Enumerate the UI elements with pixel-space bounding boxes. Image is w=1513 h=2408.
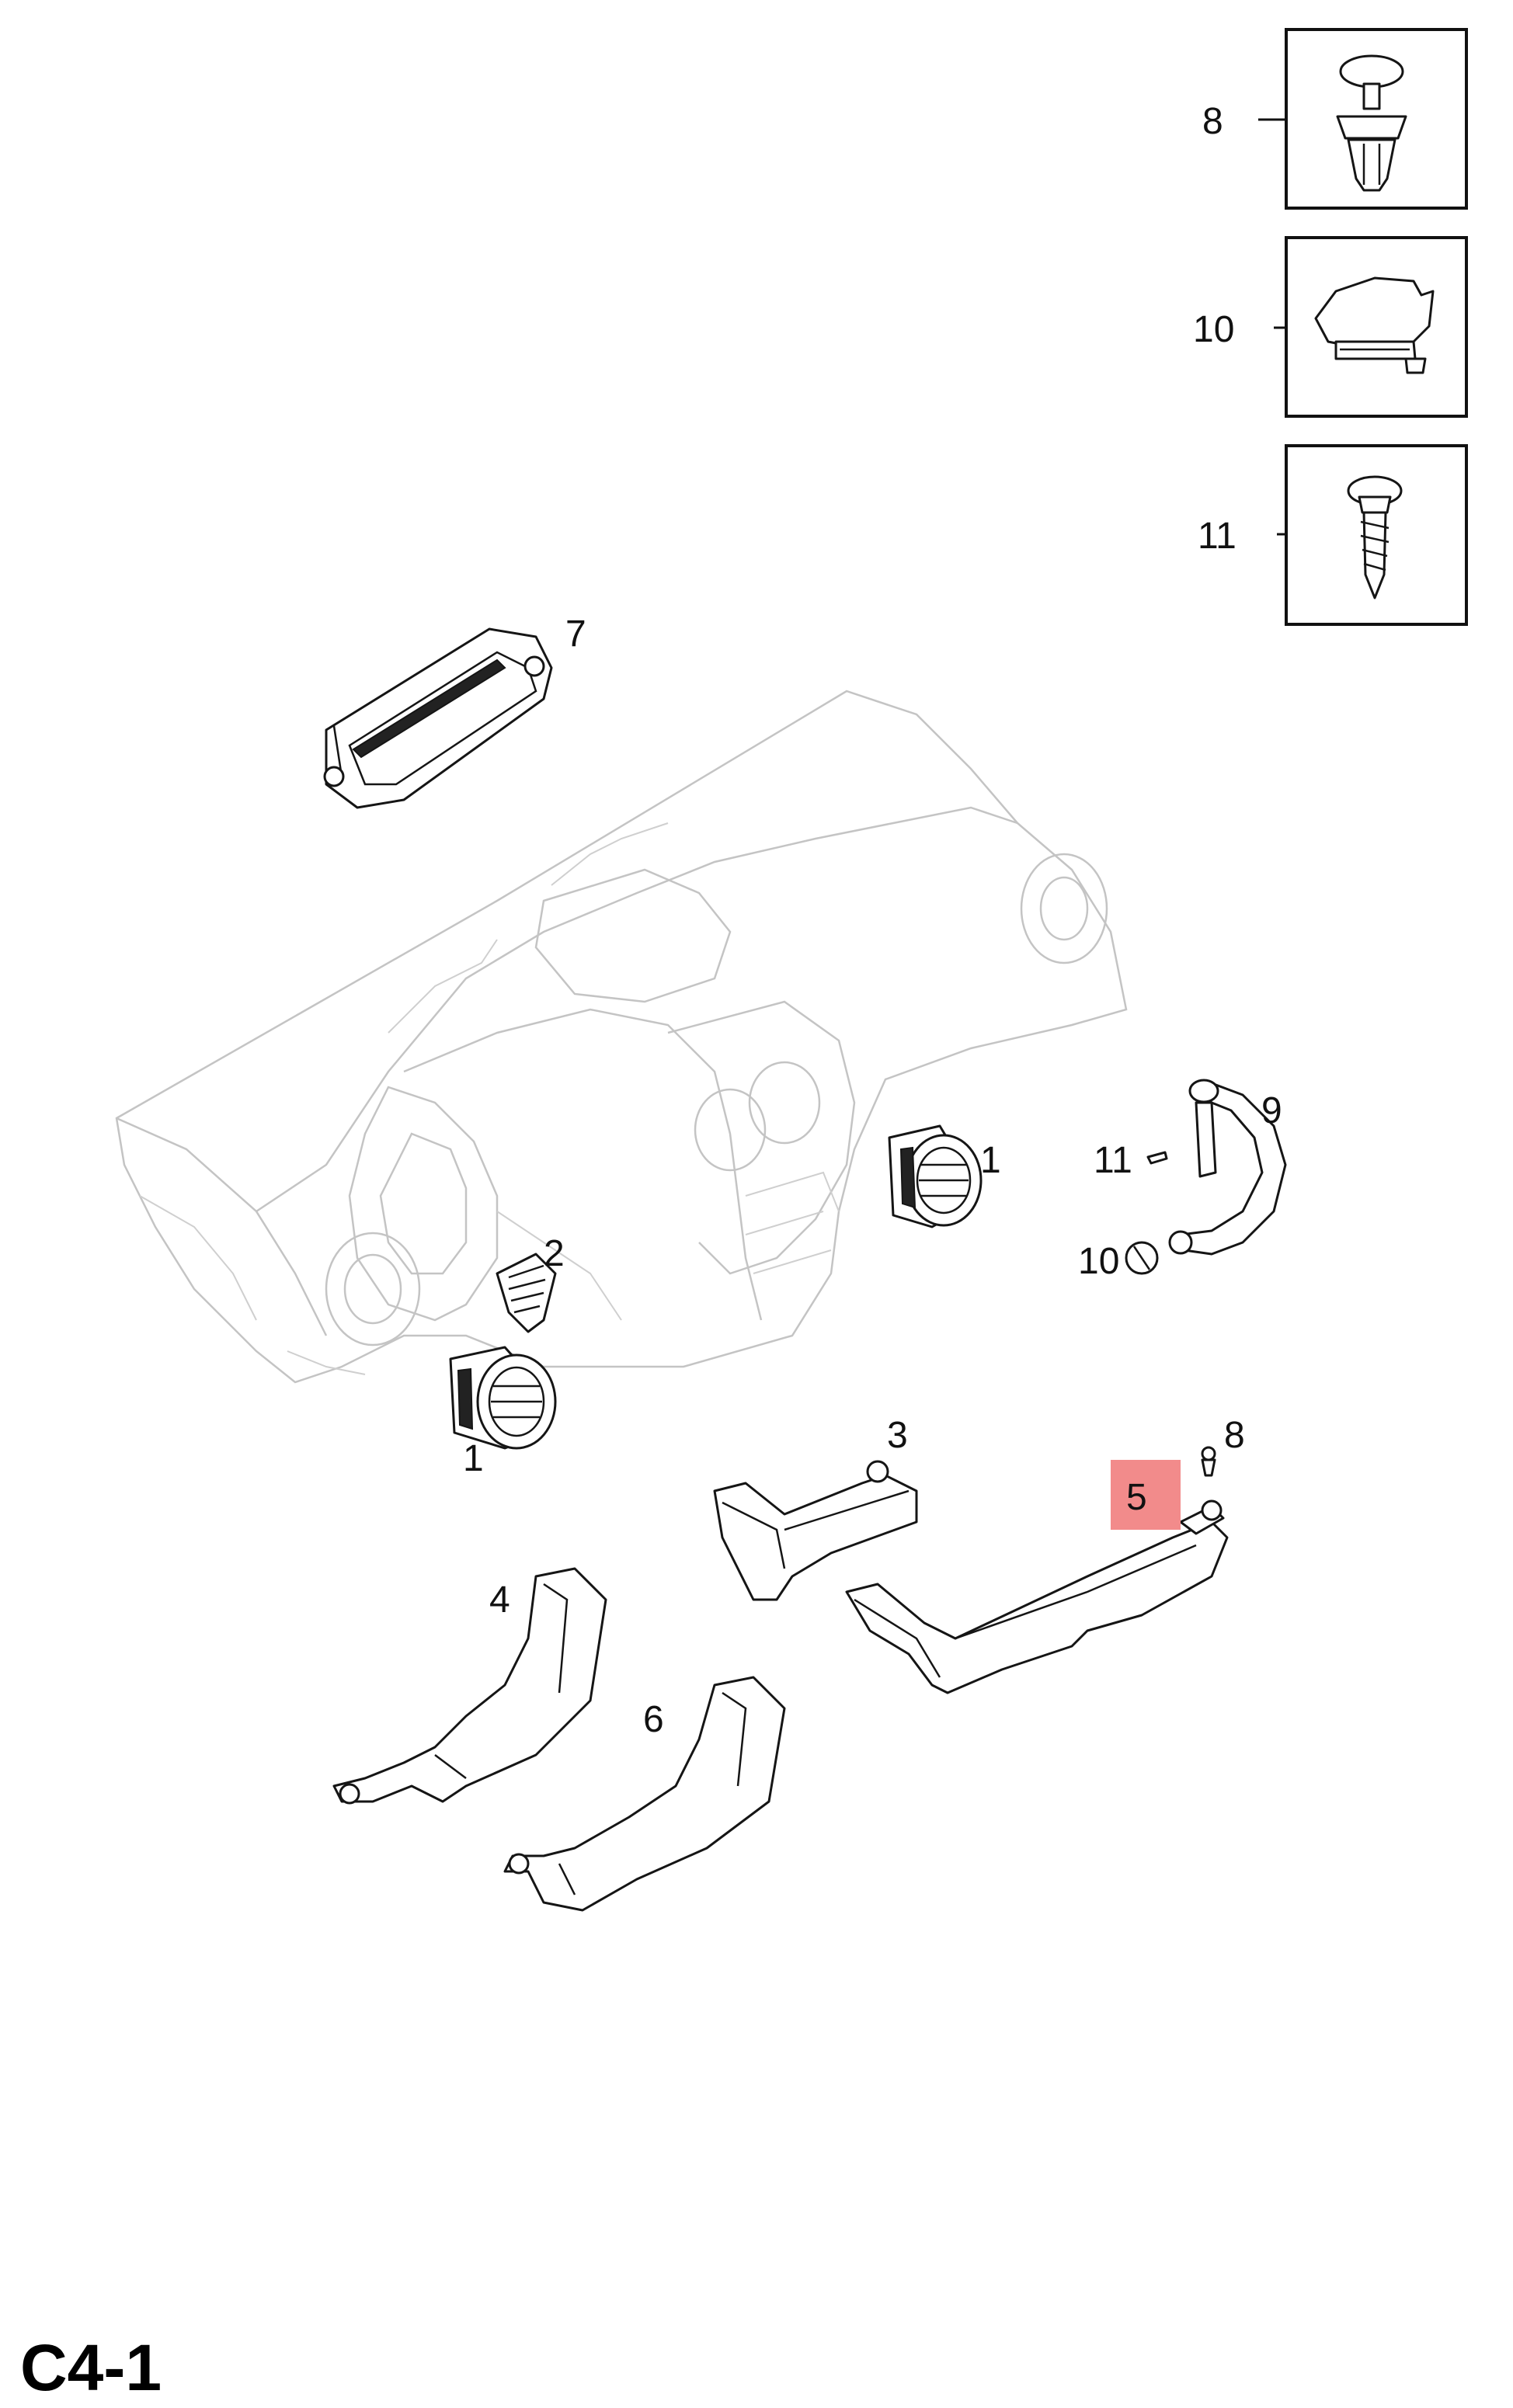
- callout-4: 4: [489, 1579, 510, 1621]
- callout-11-small: 11: [1094, 1140, 1132, 1181]
- callout-5-highlight: [1111, 1460, 1181, 1530]
- detail-box-11: [1277, 444, 1468, 626]
- page-code: C4-1: [20, 2331, 162, 2404]
- callout-labels: 7 1 2 1 9 11 10 3 8 5 4 6 8 10 11: [463, 101, 1282, 1740]
- callout-6: 6: [643, 1699, 664, 1740]
- dashboard-outline: [115, 690, 1128, 1384]
- callout-11-box: 11: [1198, 516, 1236, 557]
- detail-box-10: [1274, 236, 1468, 418]
- callout-3: 3: [887, 1415, 908, 1456]
- part-4-floor-duct: [332, 1567, 607, 1805]
- part-1-vent-left: [449, 1346, 557, 1450]
- callout-9: 9: [1261, 1090, 1282, 1131]
- part-11-small-screw: [1146, 1151, 1168, 1165]
- part-3-duct: [713, 1460, 918, 1601]
- part-9-hose: [1168, 1079, 1287, 1256]
- part-10-small-grommet: [1125, 1241, 1159, 1275]
- part-6-floor-duct: [503, 1676, 786, 1912]
- callout-8-small: 8: [1224, 1415, 1245, 1456]
- callout-5: 5: [1126, 1477, 1147, 1518]
- callout-1-right: 1: [980, 1140, 1001, 1181]
- callout-10-box: 10: [1193, 309, 1234, 350]
- callout-10-small: 10: [1078, 1241, 1119, 1282]
- callout-7: 7: [565, 613, 586, 655]
- callout-2: 2: [544, 1233, 565, 1274]
- callout-1-left: 1: [463, 1438, 484, 1479]
- part-2-side-vent: [496, 1253, 557, 1333]
- part-1-vent-right: [888, 1124, 983, 1228]
- detail-box-8: [1258, 28, 1468, 210]
- callout-8-box: 8: [1202, 101, 1223, 142]
- part-8-small-clip: [1201, 1446, 1216, 1477]
- part-5-duct: [845, 1499, 1229, 1694]
- part-7-vent-housing: [323, 627, 553, 809]
